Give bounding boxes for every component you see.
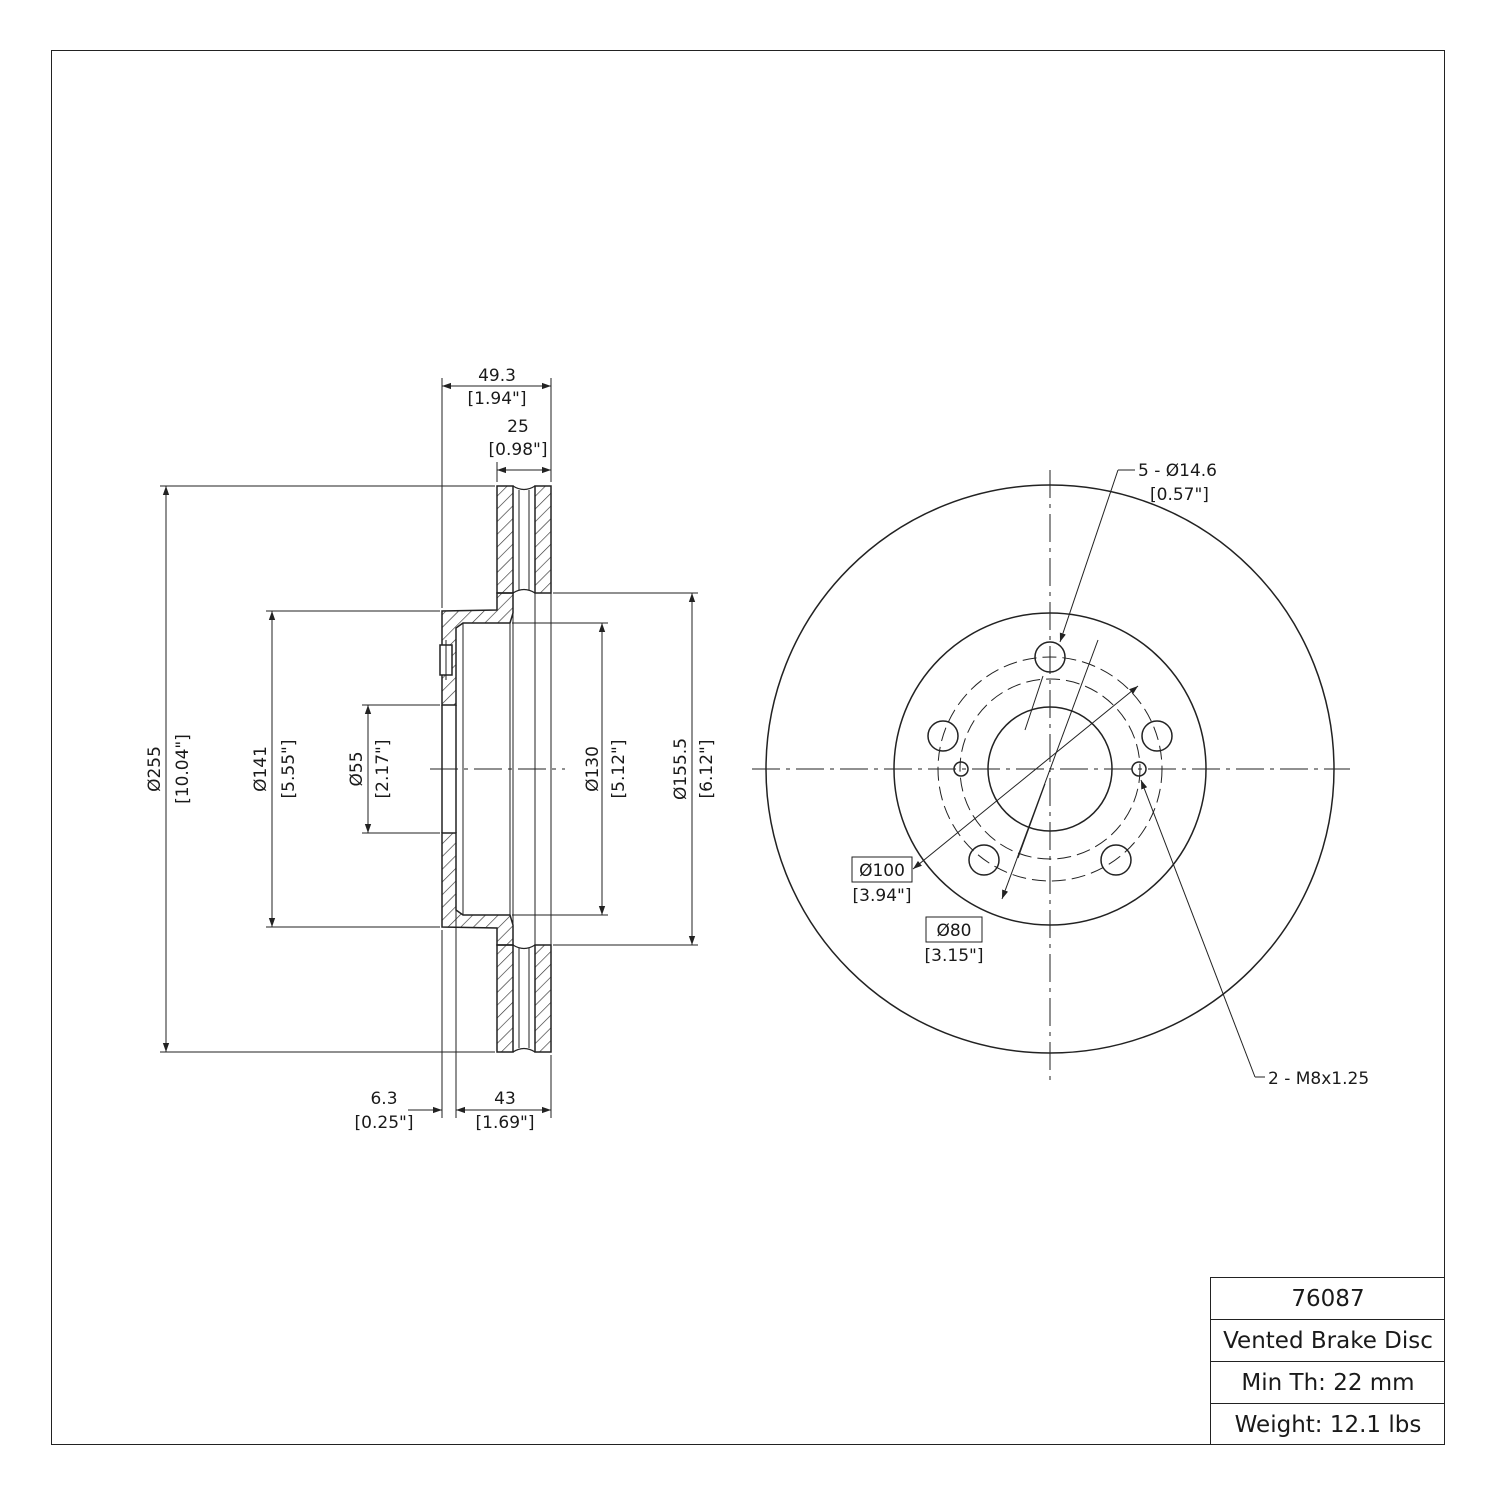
disc-thickness-in: [0.98"] bbox=[489, 440, 548, 460]
bolt-circle-in: [3.94"] bbox=[853, 886, 912, 906]
upper-outer-plate bbox=[534, 485, 552, 594]
threaded-holes-label: 2 - M8x1.25 bbox=[1268, 1069, 1369, 1089]
lug-hole-2 bbox=[1141, 720, 1173, 752]
upper-inner-plate bbox=[496, 485, 514, 594]
front-view bbox=[752, 470, 1350, 1082]
title-block: 76087 Vented Brake Disc Min Th: 22 mm We… bbox=[1210, 1277, 1445, 1445]
pilot-circle-mm: Ø80 bbox=[936, 921, 971, 941]
weight: Weight: 12.1 lbs bbox=[1234, 1411, 1422, 1438]
side-dimensions bbox=[160, 378, 698, 1118]
overall-width-mm: 49.3 bbox=[478, 366, 516, 386]
threaded-hole-leader bbox=[1140, 779, 1256, 1078]
part-number: 76087 bbox=[1291, 1285, 1365, 1312]
min-thickness-cell: Min Th: 22 mm bbox=[1210, 1361, 1445, 1403]
hat-height-mm: 43 bbox=[494, 1089, 516, 1109]
part-number-cell: 76087 bbox=[1210, 1277, 1445, 1319]
inner-diameter-in: [5.12"] bbox=[609, 740, 629, 799]
side-dimension-labels: 49.3 [1.94"] 25 [0.98"] Ø255 [10.04"] Ø1… bbox=[145, 366, 717, 1133]
outer-diameter-in: [10.04"] bbox=[173, 734, 193, 804]
vane-diameter-mm: Ø155.5 bbox=[671, 738, 691, 800]
outer-diameter-mm: Ø255 bbox=[145, 746, 165, 792]
front-dimension-labels: 5 - Ø14.6 [0.57"] Ø100 [3.94"] Ø80 [3.15… bbox=[853, 461, 1370, 1089]
description: Vented Brake Disc bbox=[1223, 1327, 1433, 1354]
hat-height-in: [1.69"] bbox=[476, 1113, 535, 1133]
hat-diameter-mm: Ø141 bbox=[251, 746, 271, 792]
bolt-circle-leader bbox=[912, 685, 1139, 870]
hat-thickness-in: [0.25"] bbox=[355, 1113, 414, 1133]
lower-hat-section bbox=[441, 832, 514, 946]
side-section-view bbox=[430, 485, 565, 1053]
hat-diameter-in: [5.55"] bbox=[279, 740, 299, 799]
center-bore-mm: Ø55 bbox=[347, 751, 367, 786]
front-leaders bbox=[912, 469, 1265, 1078]
pilot-circle-box bbox=[925, 916, 983, 943]
hat-thickness-mm: 6.3 bbox=[370, 1089, 397, 1109]
lower-inner-plate bbox=[496, 944, 514, 1053]
vane-diameter-in: [6.12"] bbox=[697, 740, 717, 799]
inner-diameter-mm: Ø130 bbox=[583, 746, 603, 792]
description-cell: Vented Brake Disc bbox=[1210, 1319, 1445, 1361]
bolt-circle-mm: Ø100 bbox=[859, 861, 905, 881]
lower-outer-plate bbox=[534, 944, 552, 1053]
center-bore-in: [2.17"] bbox=[373, 740, 393, 799]
bolt-holes-mm: 5 - Ø14.6 bbox=[1138, 461, 1217, 481]
pilot-circle-in: [3.15"] bbox=[925, 946, 984, 966]
bolt-holes-in: [0.57"] bbox=[1150, 485, 1209, 505]
disc-thickness-mm: 25 bbox=[507, 417, 529, 437]
weight-cell: Weight: 12.1 lbs bbox=[1210, 1403, 1445, 1445]
drawing-frame bbox=[51, 50, 1445, 1445]
min-thickness: Min Th: 22 mm bbox=[1241, 1369, 1415, 1396]
bolt-circle-box bbox=[851, 856, 913, 883]
overall-width-in: [1.94"] bbox=[468, 389, 527, 409]
